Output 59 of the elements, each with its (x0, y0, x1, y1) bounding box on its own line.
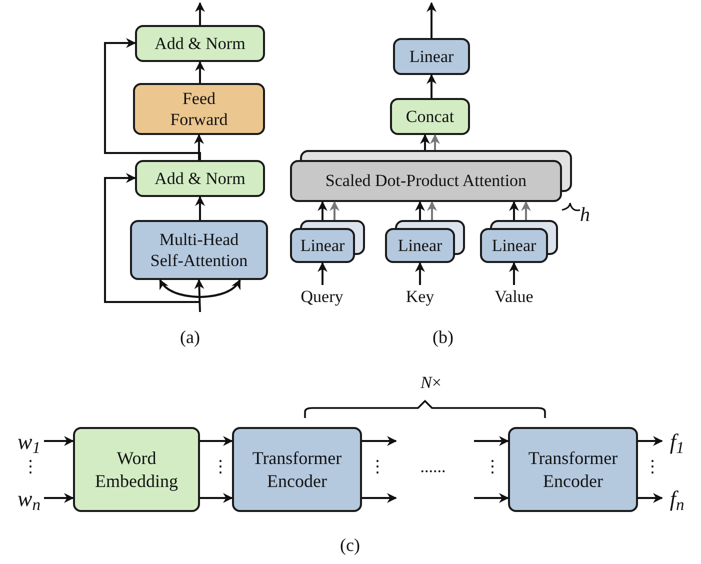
process-box: Transformer Encoder (508, 427, 638, 512)
label: (c) (339, 536, 361, 554)
arrow (195, 196, 205, 220)
arrow (420, 134, 430, 150)
input-label: Key (400, 285, 440, 309)
arrow (430, 134, 440, 150)
process-box: Concat (390, 98, 470, 135)
input-label: Value (489, 285, 539, 309)
process-box: Add & Norm (135, 25, 265, 62)
arrow (426, 2, 436, 38)
arrow (195, 2, 205, 25)
label: ⋮ (644, 458, 654, 475)
arrow (330, 201, 340, 220)
arrow (427, 201, 437, 220)
arrow (426, 74, 436, 98)
symbol-label: f$_{1}$ (662, 427, 692, 455)
label: ...... (419, 458, 447, 475)
arrow (318, 201, 328, 220)
arrow (415, 201, 425, 220)
arrow (362, 493, 397, 503)
process-box: Feed Forward (133, 83, 265, 135)
arrow (638, 436, 663, 446)
label: ⋮ (212, 458, 222, 475)
label: ⋮ (369, 458, 379, 475)
label: N× (420, 374, 442, 391)
arrow (194, 134, 204, 160)
arrow (509, 201, 519, 220)
input-label: Query (297, 285, 347, 309)
arrow (521, 201, 531, 220)
arrow (474, 493, 509, 503)
arrow (44, 493, 74, 503)
label: (a) (179, 328, 201, 346)
arrow (159, 279, 200, 298)
arrow (474, 436, 509, 446)
arrow (195, 61, 205, 83)
symbol-label: w$_{n}$ (14, 484, 44, 512)
arrow (415, 262, 425, 285)
process-box: Word Embedding (73, 427, 200, 512)
label: h (579, 205, 591, 225)
arrow (200, 279, 241, 298)
arrow (362, 436, 397, 446)
label: ⋮ (22, 458, 32, 475)
arrow (44, 436, 74, 446)
symbol-label: f$_{n}$ (662, 484, 692, 512)
arrow (104, 173, 200, 303)
arrow (638, 493, 663, 503)
arrow (200, 436, 233, 446)
process-box: Add & Norm (135, 160, 265, 197)
arrow (318, 262, 328, 285)
arrow (194, 279, 204, 312)
arrow (200, 493, 233, 503)
process-box: Multi-Head Self-Attention (130, 220, 268, 280)
symbol-label: w$_{1}$ (14, 427, 44, 455)
process-box: Linear (393, 38, 470, 75)
process-box: Transformer Encoder (232, 427, 362, 512)
arrow (104, 38, 201, 160)
label: ⋮ (484, 458, 494, 475)
arrow (509, 262, 519, 285)
label: (b) (432, 328, 454, 346)
